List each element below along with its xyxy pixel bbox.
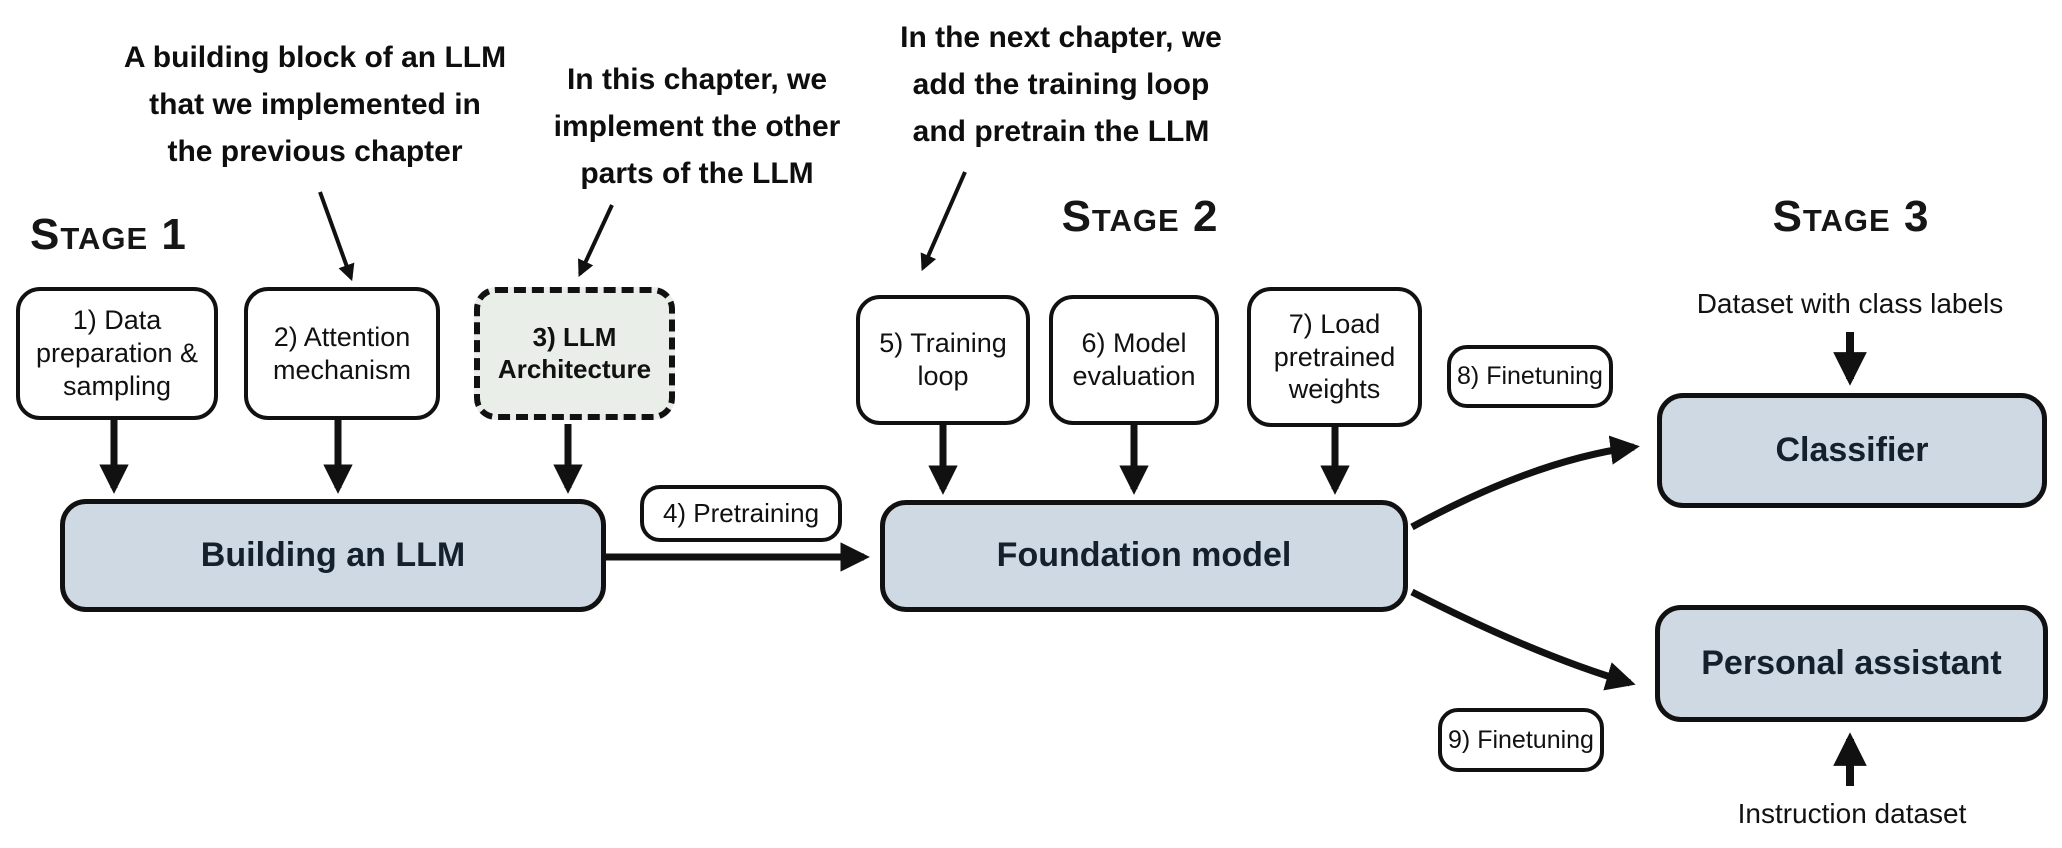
node-classifier: Classifier [1657, 393, 2047, 508]
arrow-building-block-to-attention [318, 191, 355, 282]
annotation-line: A building block of an LLM [123, 41, 507, 74]
step-box-load-pretrained-weights: 7) Load pretrained weights [1247, 287, 1422, 427]
annotation-line: and pretrain the LLM [912, 115, 1210, 148]
annotation-line: In this chapter, we [566, 63, 828, 96]
arrow-finetune-classifier [1410, 435, 1640, 531]
annotation-building-block: A building block of an LLM that we imple… [95, 34, 535, 175]
label-pill-pretraining: 4) Pretraining [640, 485, 842, 542]
step-box-llm-architecture: 3) LLM Architecture [474, 287, 675, 420]
annotation-line: add the training loop [912, 68, 1210, 101]
arrow-this-chapter-to-architecture [578, 204, 614, 278]
step-box-model-evaluation: 6) Model evaluation [1049, 295, 1219, 425]
step-box-training-loop: 5) Training loop [856, 295, 1030, 425]
node-personal-assistant: Personal assistant [1655, 605, 2048, 722]
step-box-attention-mechanism: 2) Attention mechanism [244, 287, 440, 420]
annotation-next-chapter: In the next chapter, we add the training… [881, 14, 1241, 155]
stage-1-label: Stage 1 [30, 210, 187, 259]
arrow-finetune-assistant [1410, 588, 1636, 691]
annotation-line: the previous chapter [167, 135, 463, 168]
annotation-line: that we implemented in [149, 88, 481, 121]
step-box-data-preparation: 1) Data preparation & sampling [16, 287, 218, 420]
stage-2-label: Stage 2 [1061, 192, 1219, 241]
node-building-llm: Building an LLM [60, 499, 606, 612]
node-foundation-model: Foundation model [880, 500, 1408, 612]
label-pill-finetuning-8: 8) Finetuning [1447, 345, 1613, 408]
label-pill-finetuning-9: 9) Finetuning [1438, 708, 1604, 772]
annotation-line: implement the other [553, 110, 841, 143]
annotation-line: parts of the LLM [580, 157, 814, 190]
arrow-next-chapter-to-training-loop [920, 171, 967, 272]
label-class-dataset: Dataset with class labels [1696, 288, 2004, 319]
annotation-this-chapter: In this chapter, we implement the other … [517, 56, 877, 197]
label-instruction-dataset: Instruction dataset [1737, 798, 1967, 829]
annotation-line: In the next chapter, we [900, 21, 1222, 54]
stage-3-label: Stage 3 [1772, 192, 1930, 241]
